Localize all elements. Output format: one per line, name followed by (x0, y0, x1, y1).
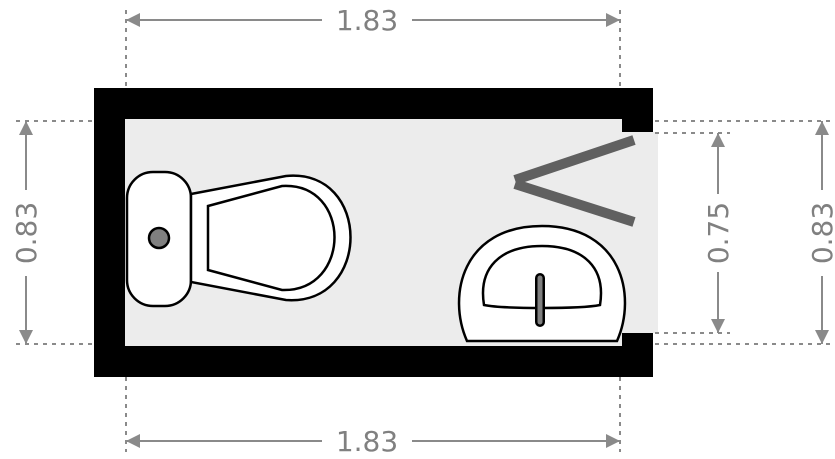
door-jamb-bottom (622, 333, 653, 346)
sink-icon (457, 224, 627, 343)
dimension-right-label: 0.83 (806, 202, 835, 264)
dimension-top-label: 1.83 (336, 4, 398, 37)
dimension-bottom-label: 1.83 (336, 425, 398, 458)
door-swing-icon (513, 135, 636, 227)
dimension-left-label: 0.83 (10, 202, 43, 264)
toilet-flush-button (147, 226, 171, 250)
dimension-top: 1.83 (125, 4, 621, 88)
toilet-icon (125, 170, 352, 308)
door-jamb-top (622, 119, 653, 132)
dimension-right: 0.83 (655, 120, 835, 345)
dimension-door-opening-label: 0.75 (702, 202, 735, 264)
dimension-door-opening: 0.75 (655, 132, 735, 334)
toilet-bowl-inner (206, 184, 336, 292)
dimension-left: 0.83 (10, 120, 94, 345)
dimension-bottom: 1.83 (125, 377, 621, 458)
